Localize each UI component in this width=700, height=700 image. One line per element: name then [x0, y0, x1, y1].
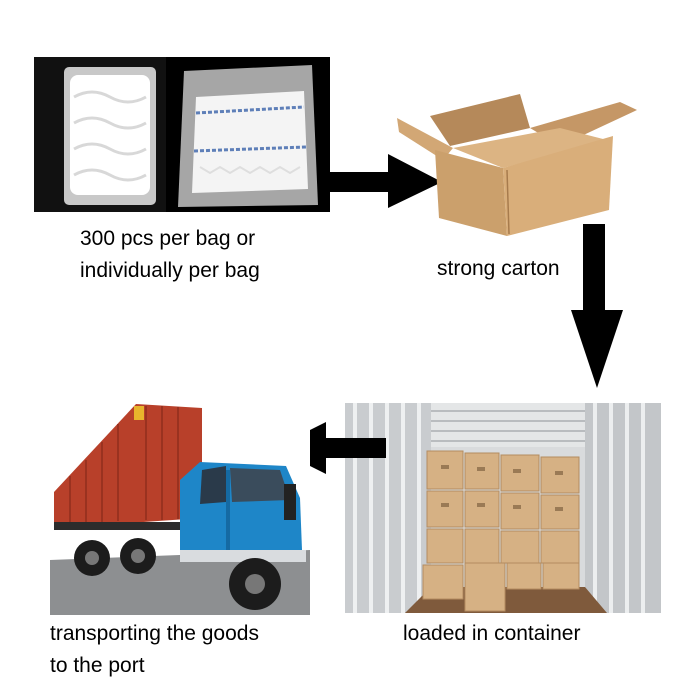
carton-photo: [395, 88, 640, 238]
arrow-down-icon: [569, 222, 625, 392]
step-1-caption: 300 pcs per bag or individually per bag: [80, 223, 260, 287]
step-1-caption-line-1: 300 pcs per bag or: [80, 227, 256, 250]
arrow-right-icon: [328, 150, 444, 212]
step-4-caption-line-2: to the port: [50, 654, 145, 677]
step-1-caption-line-2: individually per bag: [80, 259, 260, 282]
step-3-caption-line-1: loaded in container: [403, 622, 581, 645]
step-4-caption-line-1: transporting the goods: [50, 622, 259, 645]
step-3-caption: loaded in container: [403, 618, 580, 650]
truck-photo: [50, 400, 310, 615]
step-2-caption: strong carton: [437, 253, 560, 285]
step-4-caption: transporting the goods to the port: [50, 618, 259, 682]
step-2-caption-line-1: strong carton: [437, 257, 560, 280]
container-interior-photo: [345, 403, 661, 613]
bagged-product-photo: [34, 57, 330, 212]
